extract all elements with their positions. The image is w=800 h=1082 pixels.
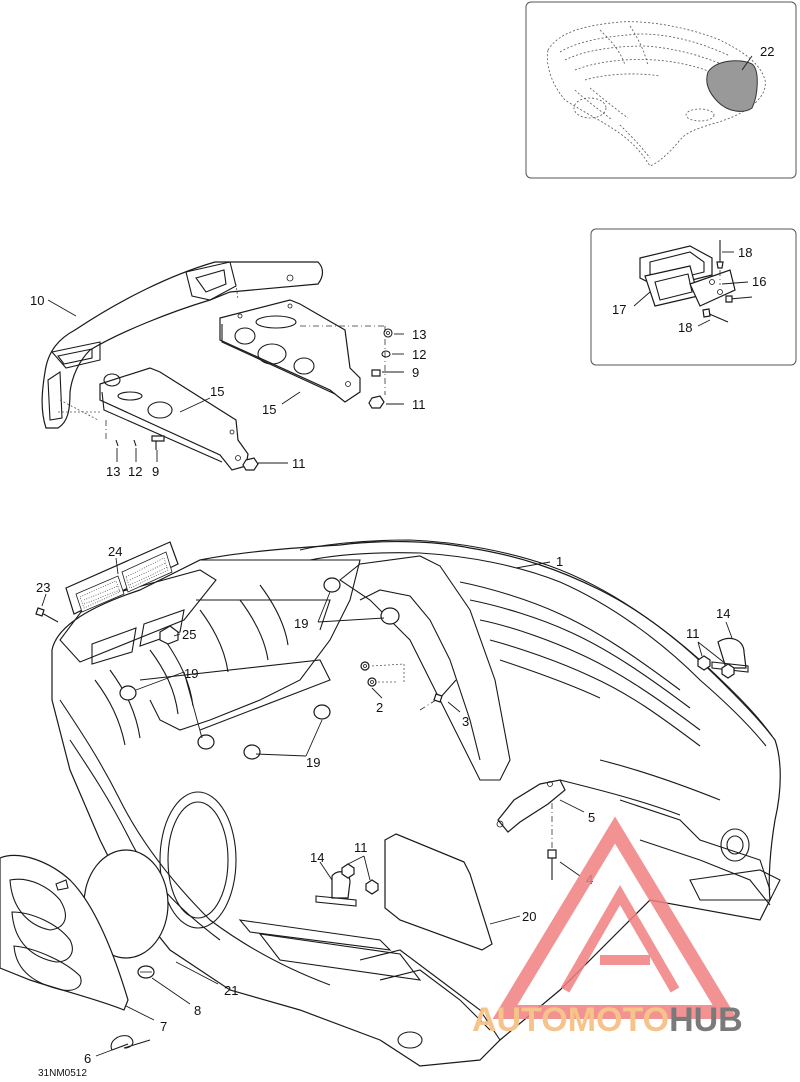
leader-lines [41, 55, 753, 1057]
fastener-stack-right [368, 328, 393, 409]
callout-11-hinge-right: 11 [686, 626, 700, 641]
callout-12-right: 12 [412, 347, 426, 362]
callout-19-mid: 19 [184, 666, 198, 681]
screw-23 [35, 607, 59, 623]
rivet-3 [433, 679, 457, 703]
callout-15-right: 15 [262, 402, 276, 417]
pin-6 [110, 1035, 151, 1051]
callout-11-hinge-lower: 11 [354, 840, 368, 855]
callout-10: 10 [30, 293, 44, 308]
side-grille-7 [0, 854, 129, 1011]
callout-11-right: 11 [412, 397, 426, 412]
callout-25: 25 [182, 627, 196, 642]
callout-13-right: 13 [412, 327, 426, 342]
callout-18-bottom: 18 [678, 320, 692, 335]
washers-2 [360, 661, 377, 687]
callout-13-left: 13 [106, 464, 120, 479]
hinge-14-lower [315, 863, 379, 907]
callout-labels: 1 2 3 4 5 6 7 8 9 9 10 11 11 11 11 12 12… [30, 44, 774, 1066]
callout-24: 24 [108, 544, 122, 559]
bracket-15-right [219, 299, 386, 403]
callout-19-lower: 19 [306, 755, 320, 770]
callout-6: 6 [84, 1051, 91, 1066]
inset-box-top [525, 1, 797, 179]
callout-20: 20 [522, 909, 536, 924]
callout-19-upper: 19 [294, 616, 308, 631]
callout-12-left: 12 [128, 464, 142, 479]
vent-grille-24 [65, 541, 179, 615]
callout-2: 2 [376, 700, 383, 715]
callout-17: 17 [612, 302, 626, 317]
plug-8 [137, 965, 155, 979]
callout-21: 21 [224, 983, 238, 998]
callout-15-left: 15 [210, 384, 224, 399]
callout-22: 22 [760, 44, 774, 59]
callout-7: 7 [160, 1019, 167, 1034]
pad-22 [706, 60, 758, 112]
bracket-5 [496, 779, 566, 833]
callout-11-left: 11 [292, 456, 306, 471]
callout-8: 8 [194, 1003, 201, 1018]
callout-9-right: 9 [412, 365, 419, 380]
callout-16: 16 [752, 274, 766, 289]
watermark-text: AUTOMOTOHUB [472, 1001, 743, 1039]
callout-5: 5 [588, 810, 595, 825]
callout-3: 3 [462, 714, 469, 729]
callout-14-lower: 14 [310, 850, 324, 865]
callout-1: 1 [556, 554, 563, 569]
drawing-id: 31NM0512 [38, 1068, 87, 1079]
rivet-4 [547, 849, 557, 880]
callout-14-right: 14 [716, 606, 730, 621]
fastener-stack-left [115, 435, 259, 471]
bracket-15-left [99, 367, 249, 471]
panel-20 [384, 833, 493, 951]
inset-bracket-assembly [639, 240, 753, 323]
callout-9-left: 9 [152, 464, 159, 479]
callout-23: 23 [36, 580, 50, 595]
plugs-19 [119, 577, 400, 760]
rear-bumper-10 [41, 261, 324, 429]
inset-box-bracket [590, 228, 797, 366]
clip-25 [159, 625, 179, 645]
watermark-logo [492, 816, 738, 1019]
hinge-14-right [697, 637, 749, 679]
callout-18-top: 18 [738, 245, 752, 260]
